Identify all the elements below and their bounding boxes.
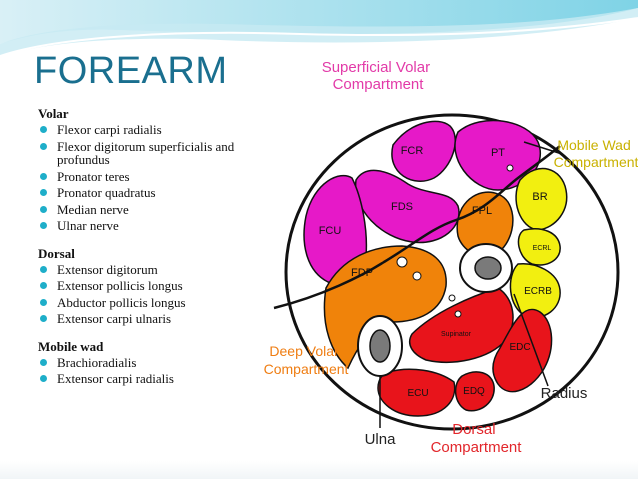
label-dorsal: Dorsal Compartment xyxy=(431,421,523,456)
label-superficial-volar: Superficial Volar Compartment xyxy=(322,59,435,93)
vessel-dot xyxy=(448,294,456,302)
muscle-label-fds: FDS xyxy=(391,201,413,213)
label-radius: Radius xyxy=(541,385,588,402)
list-item: Extensor carpi radialis xyxy=(38,372,270,386)
muscle-label-fcr: FCR xyxy=(401,145,424,157)
list-item: Extensor carpi ulnaris xyxy=(38,312,270,326)
group-title-volar: Volar xyxy=(38,106,69,121)
muscle-ecrb xyxy=(509,263,561,319)
muscle-label-edq: EDQ xyxy=(463,386,485,397)
bullet-dot-icon xyxy=(40,315,47,322)
vessel-dot xyxy=(506,164,514,172)
bullet-dot-icon xyxy=(40,265,47,273)
group-title-mobile-wad: Mobile wad xyxy=(38,338,104,354)
muscle-ecrl xyxy=(517,228,561,266)
bullet-dot-icon xyxy=(40,358,47,366)
bullet-dot-icon xyxy=(40,172,47,180)
forearm-cross-section-diagram: FCR PT FDS FCU FPL FDP BR ECRL ECRB Supi… xyxy=(264,59,638,456)
label-ulna: Ulna xyxy=(365,431,397,448)
vessel-dot xyxy=(412,271,422,281)
intermuscular-septum-line xyxy=(273,145,561,310)
bullet-dot-icon xyxy=(40,375,47,382)
radius-marrow xyxy=(474,256,502,280)
muscle-label-ecrl: ECRL xyxy=(533,245,552,252)
vessel-dot xyxy=(454,310,462,318)
list-item: Extensor pollicis longus xyxy=(38,279,270,293)
list-item: Ulnar nerve xyxy=(38,219,270,233)
muscle-label-edc: EDC xyxy=(509,342,530,353)
ulna-marrow xyxy=(369,329,391,363)
bullet-dot-icon xyxy=(40,222,47,229)
muscle-label-br: BR xyxy=(532,191,547,203)
muscle-fds xyxy=(354,169,460,244)
group-dorsal: Dorsal Extensor digitorum Extensor polli… xyxy=(38,246,270,326)
bullet-dot-icon xyxy=(40,205,47,213)
bullet-dot-icon xyxy=(40,282,47,289)
label-mobile-wad: Mobile Wad Compartment xyxy=(554,137,638,170)
list-item: Flexor digitorum superficialis and profu… xyxy=(38,139,270,167)
muscle-fcr xyxy=(391,120,456,182)
leader-line-mobile-wad xyxy=(523,141,563,155)
list-item: Flexor carpi radialis xyxy=(38,123,270,137)
bullet-dot-icon xyxy=(40,126,47,133)
group-volar: Volar Flexor carpi radialis Flexor digit… xyxy=(38,106,270,233)
bullet-dot-icon xyxy=(40,298,47,306)
bullet-list: Volar Flexor carpi radialis Flexor digit… xyxy=(38,106,270,399)
muscle-br xyxy=(515,167,568,231)
list-item: Pronator teres xyxy=(38,169,270,184)
header-swoosh xyxy=(0,0,638,57)
muscle-label-pt: PT xyxy=(491,147,505,159)
list-item: Abductor pollicis longus xyxy=(38,295,270,310)
vessel-dot xyxy=(396,256,408,268)
muscle-label-ecu: ECU xyxy=(407,388,428,399)
muscle-edq xyxy=(454,371,495,412)
list-item: Extensor digitorum xyxy=(38,262,270,277)
bullet-dot-icon xyxy=(40,142,47,150)
slide-title: FOREARM xyxy=(34,50,228,92)
group-mobile-wad: Mobile wad Brachioradialis Extensor carp… xyxy=(38,339,270,386)
label-deep-volar: Deep Volar Compartment xyxy=(264,343,349,377)
list-item: Pronator quadratus xyxy=(38,186,270,200)
muscle-label-fpl: FPL xyxy=(472,205,492,217)
muscle-label-supinator: Supinator xyxy=(441,331,472,338)
muscle-label-fcu: FCU xyxy=(319,225,342,237)
list-item: Brachioradialis xyxy=(38,355,270,370)
muscle-label-fdp: FDP xyxy=(351,267,373,279)
leader-line-radius xyxy=(513,293,549,387)
bullet-dot-icon xyxy=(40,189,47,196)
list-item: Median nerve xyxy=(38,202,270,217)
muscle-label-ecrb: ECRB xyxy=(524,286,552,297)
group-title-dorsal: Dorsal xyxy=(38,245,75,261)
muscle-ecu xyxy=(377,368,456,417)
footer-fade xyxy=(0,461,638,479)
